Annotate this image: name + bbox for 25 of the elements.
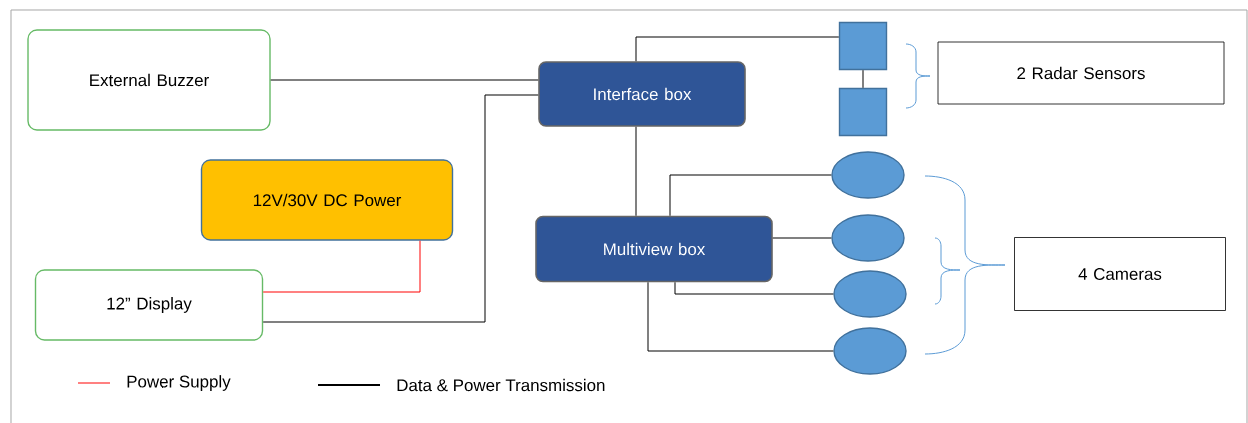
connector-line	[647, 281, 834, 352]
connector-line	[862, 69, 864, 89]
connector-line	[772, 237, 832, 239]
connector-line	[262, 240, 421, 293]
connector-line	[635, 126, 637, 217]
process-box: Interface box	[538, 61, 746, 127]
connector-line	[270, 79, 539, 81]
radar-square	[838, 87, 888, 137]
camera-ellipse	[833, 270, 907, 318]
radar-square	[838, 21, 888, 71]
camera-ellipse	[833, 327, 907, 375]
connector-line	[669, 174, 832, 217]
label-box: 4 Cameras	[1014, 237, 1226, 311]
connector-line	[262, 94, 539, 323]
connector-line	[674, 281, 834, 295]
connector-line	[635, 36, 840, 62]
power-box: 12V/30V DC Power	[200, 159, 454, 241]
label-box: 2 Radar Sensors	[937, 41, 1225, 105]
legend-text: Power Supply	[127, 375, 231, 391]
camera-ellipse	[831, 151, 905, 199]
device-box: 12” Display	[34, 269, 264, 341]
legend-text: Data & Power Transmission	[397, 378, 605, 392]
camera-ellipse	[831, 214, 905, 262]
process-box: Multiview box	[535, 215, 773, 283]
device-box: External Buzzer	[27, 29, 271, 131]
